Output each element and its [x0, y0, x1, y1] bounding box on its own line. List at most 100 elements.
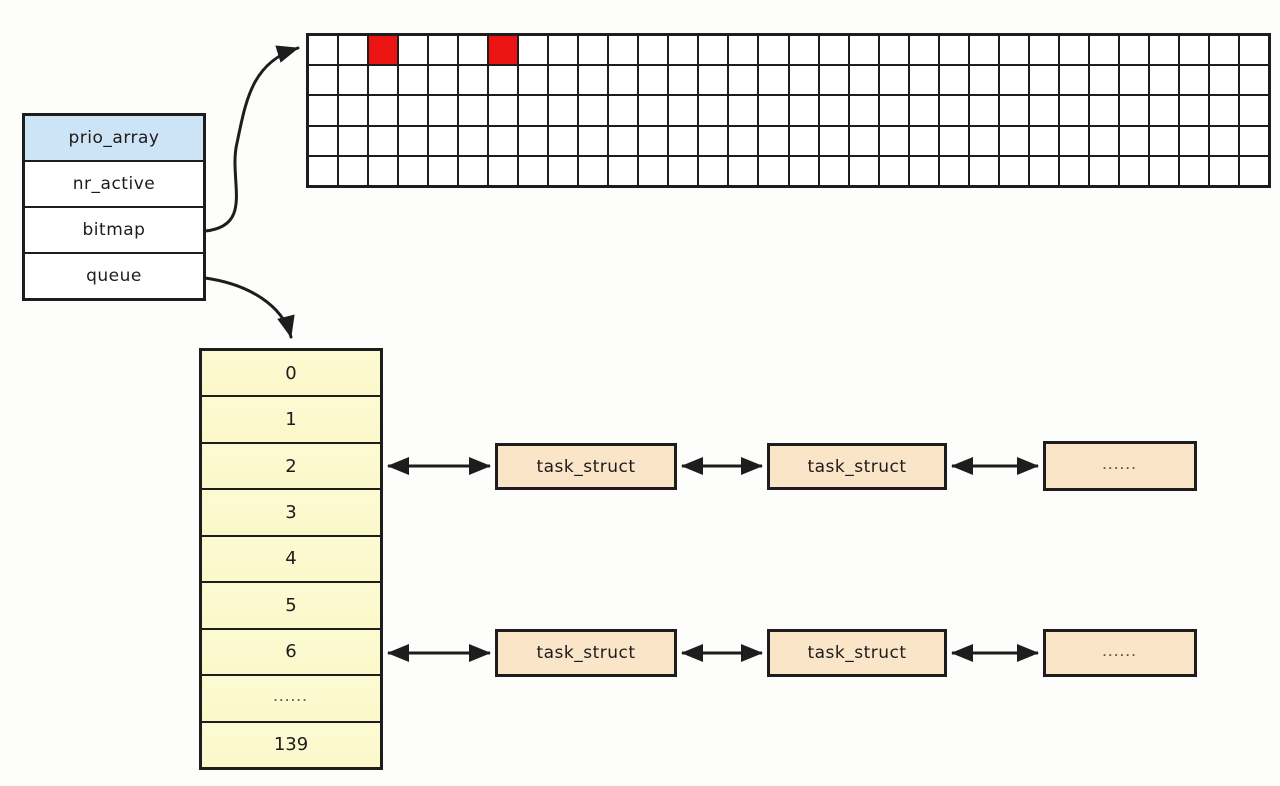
bitmap-cell — [639, 126, 668, 155]
bitmap-cell — [489, 126, 518, 155]
bitmap-cell — [429, 66, 458, 95]
queue-cell: 139 — [202, 720, 380, 767]
bitmap-cell — [399, 126, 428, 155]
task-struct-node: task_struct — [767, 629, 947, 677]
bitmap-cell — [1149, 126, 1178, 155]
bitmap-cell — [1149, 96, 1178, 125]
bitmap-cell — [1059, 126, 1088, 155]
bitmap-cell — [1119, 66, 1148, 95]
bitmap-cell — [849, 96, 878, 125]
bitmap-cell — [1089, 36, 1118, 65]
bitmap-cell — [969, 126, 998, 155]
bitmap-cell — [879, 126, 908, 155]
bitmap-cell — [969, 66, 998, 95]
bitmap-cell — [369, 66, 398, 95]
bitmap-cell — [519, 36, 548, 65]
bitmap-cell — [489, 66, 518, 95]
bitmap-cell — [429, 36, 458, 65]
bitmap-cell — [879, 36, 908, 65]
bitmap-cell — [549, 36, 578, 65]
bitmap-cell — [339, 66, 368, 95]
bitmap-cell — [339, 126, 368, 155]
bitmap-cell — [579, 36, 608, 65]
bitmap-cell — [339, 96, 368, 125]
bitmap-cell — [639, 36, 668, 65]
queue-cell: 0 — [202, 351, 380, 396]
bitmap-cell — [879, 66, 908, 95]
bitmap-cell — [699, 96, 728, 125]
bitmap-cell — [549, 96, 578, 125]
queue-cell: 6 — [202, 627, 380, 675]
bitmap-cell — [579, 96, 608, 125]
bitmap-cell — [309, 126, 338, 155]
bitmap-cell — [939, 66, 968, 95]
bitmap-cell — [1029, 126, 1058, 155]
bitmap-cell — [879, 96, 908, 125]
bitmap-cell — [1149, 156, 1178, 185]
bitmap-cell — [999, 156, 1028, 185]
bitmap-cell — [999, 36, 1028, 65]
bitmap-cell — [309, 96, 338, 125]
bitmap-cell — [609, 66, 638, 95]
bitmap-cell — [1029, 96, 1058, 125]
bitmap-cell — [399, 36, 428, 65]
bitmap-cell — [969, 156, 998, 185]
bitmap-cell — [909, 126, 938, 155]
bitmap-cell — [819, 96, 848, 125]
bitmap-cell — [1239, 96, 1268, 125]
bitmap-cell — [339, 156, 368, 185]
bitmap-cell — [789, 156, 818, 185]
bitmap-cell — [699, 126, 728, 155]
bitmap-cell — [909, 96, 938, 125]
bitmap-cell — [309, 156, 338, 185]
bitmap-cell — [759, 126, 788, 155]
bitmap-cell — [669, 156, 698, 185]
bitmap-cell — [939, 126, 968, 155]
bitmap-cell — [429, 126, 458, 155]
bitmap-cell — [939, 156, 968, 185]
bitmap-cell — [819, 126, 848, 155]
bitmap-cell — [399, 66, 428, 95]
bitmap-cell — [1209, 96, 1238, 125]
bitmap-cell — [579, 66, 608, 95]
bitmap-cell — [1209, 36, 1238, 65]
bitmap-cell — [369, 156, 398, 185]
bitmap-cell — [519, 126, 548, 155]
bitmap-cell — [309, 36, 338, 65]
bitmap-cell — [1209, 66, 1238, 95]
bitmap-cell — [1029, 36, 1058, 65]
bitmap-cell — [429, 156, 458, 185]
bitmap-cell — [999, 96, 1028, 125]
bitmap-cell — [609, 126, 638, 155]
struct-title-cell: prio_array — [25, 116, 203, 160]
bitmap-cell — [849, 156, 878, 185]
bitmap-cell-set — [489, 36, 518, 65]
bitmap-cell — [759, 96, 788, 125]
bitmap-cell — [1239, 156, 1268, 185]
bitmap-cell — [1239, 66, 1268, 95]
bitmap-cell — [969, 96, 998, 125]
bitmap-cell — [1119, 126, 1148, 155]
bitmap-cell — [609, 156, 638, 185]
bitmap-cell — [819, 36, 848, 65]
bitmap-cell — [489, 96, 518, 125]
bitmap-grid — [306, 33, 1271, 188]
bitmap-cell — [1059, 36, 1088, 65]
queue-cell: 2 — [202, 441, 380, 489]
bitmap-cell — [669, 126, 698, 155]
struct-field-cell: nr_active — [25, 160, 203, 206]
task-struct-node: task_struct — [495, 443, 677, 490]
bitmap-cell — [1089, 126, 1118, 155]
bitmap-cell — [939, 36, 968, 65]
bitmap-cell — [1239, 36, 1268, 65]
bitmap-cell — [459, 156, 488, 185]
bitmap-cell — [639, 156, 668, 185]
bitmap-cell — [1179, 36, 1208, 65]
task-struct-node: task_struct — [767, 443, 947, 490]
bitmap-cell — [759, 66, 788, 95]
bitmap-cell — [729, 126, 758, 155]
bitmap-cell — [309, 66, 338, 95]
bitmap-cell — [999, 126, 1028, 155]
bitmap-cell — [519, 156, 548, 185]
